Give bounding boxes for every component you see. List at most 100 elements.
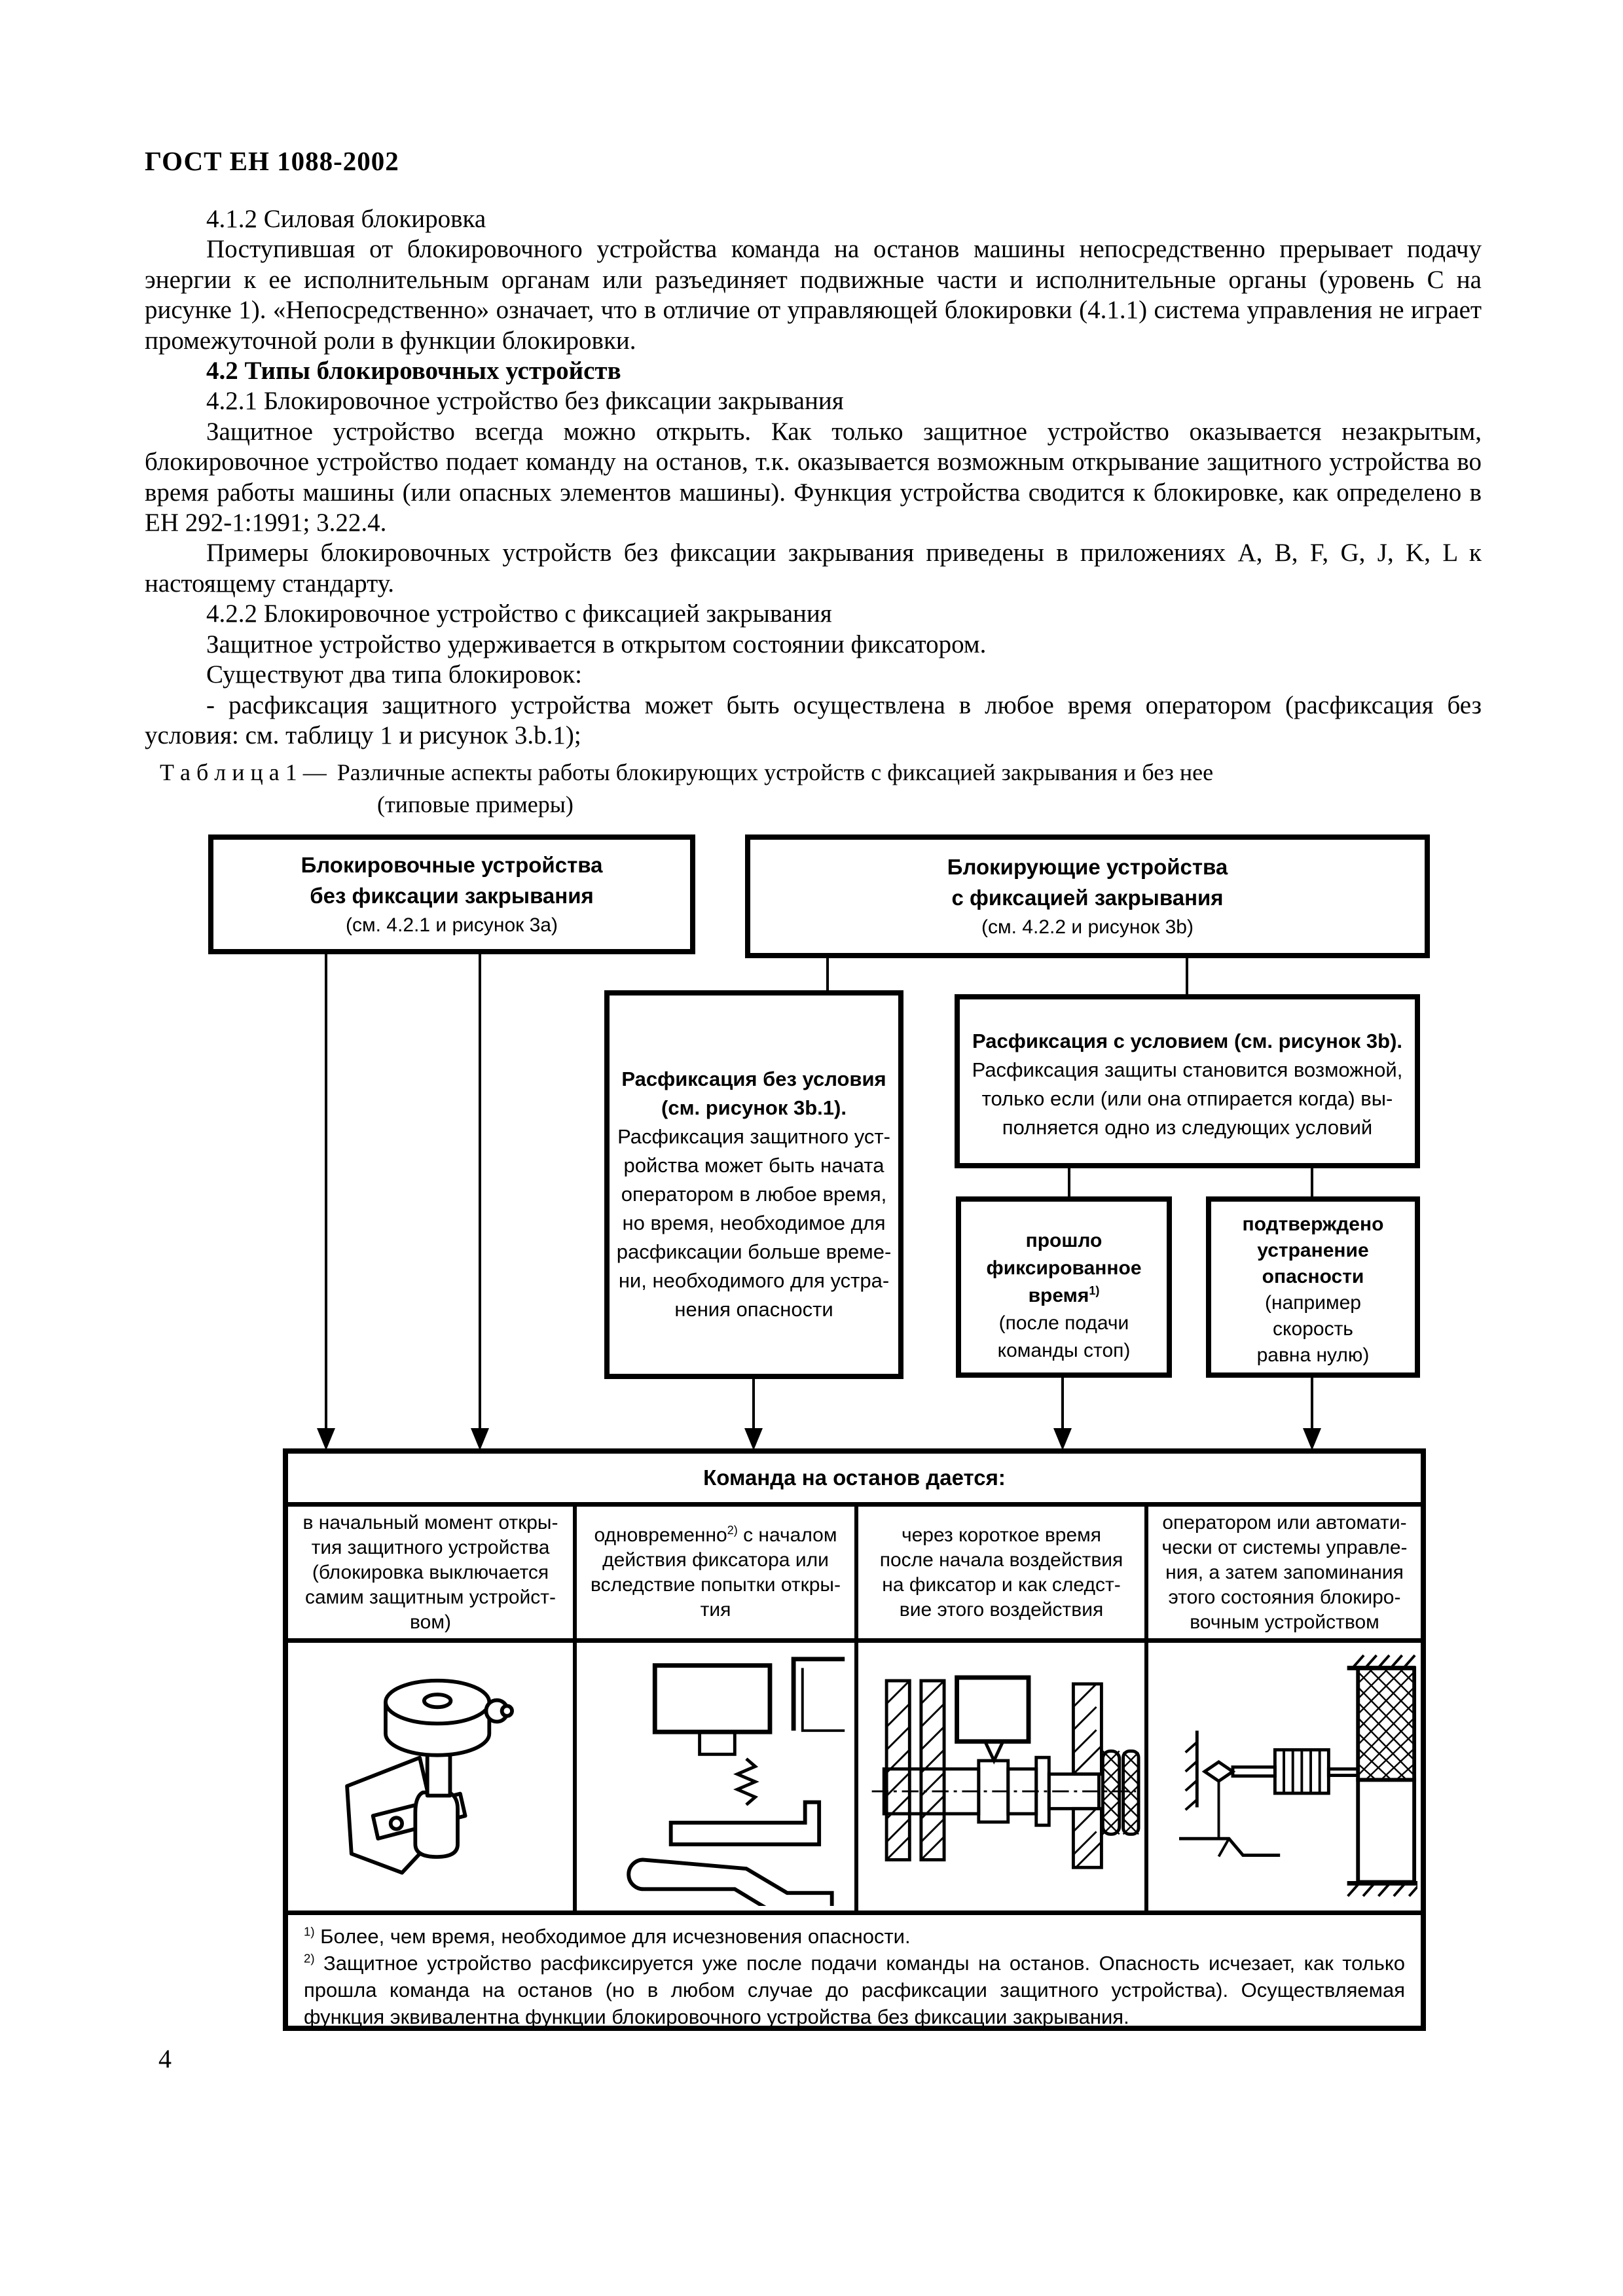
connector-line — [1186, 954, 1188, 996]
text-line: чески от системы управле- — [1161, 1536, 1408, 1558]
table-caption: Т а б л и ц а 1 —Различные аспекты работ… — [160, 757, 1476, 821]
footnote-1-text: Более, чем время, необходимое для исчезн… — [314, 1925, 911, 1948]
text-line: оператором или автомати- — [1162, 1511, 1407, 1534]
paragraph: Защитное устройство всегда можно открыть… — [145, 417, 1482, 537]
text-line: фиксированное — [986, 1257, 1142, 1279]
column-simultaneous: одновременно2) с началом действия фиксат… — [577, 1507, 858, 1638]
text-line: вом) — [410, 1611, 451, 1633]
paragraph-4-1-2: 4.1.2 Силовая блокировка — [206, 205, 486, 233]
paragraph-4-2-1: 4.2.1 Блокировочное устройство без фикса… — [206, 387, 844, 416]
text-line: (блокировка выключается — [312, 1561, 549, 1583]
text-line: Блокирующие устройства — [947, 854, 1228, 879]
box-interlock-without-guard-locking: Блокировочные устройства без фиксации за… — [208, 834, 695, 954]
arrow-down-icon — [1303, 1428, 1321, 1450]
text-line: (см. рисунок 3b.1). — [661, 1096, 847, 1119]
solenoid-guard-illustration — [1178, 1654, 1417, 1897]
caption-line-1: Т а б л и ц а 1 —Различные аспекты работ… — [160, 757, 1476, 789]
text-line: (см. 4.2.1 и рисунок 3а) — [346, 914, 558, 936]
text-span: время — [1028, 1284, 1089, 1306]
text-span: одновременно — [594, 1524, 727, 1546]
paragraph: Поступившая от блокировочного устройства… — [145, 235, 1482, 355]
body-text: 4.1.2 Силовая блокировка Поступившая от … — [145, 204, 1482, 751]
footnote-2-text: Защитное устройство расфиксируется уже п… — [304, 1952, 1405, 2028]
illustration-cell — [288, 1643, 577, 1910]
paragraph: - расфиксация защитного устройства может… — [145, 691, 1482, 749]
text-line: (см. 4.2.2 и рисунок 3b) — [981, 916, 1194, 938]
text-line: без фиксации закрывания — [310, 883, 594, 908]
text-line: но время, необходимое для — [622, 1211, 886, 1234]
text-line: нения опасности — [674, 1298, 833, 1321]
text-line: время1) — [1029, 1282, 1100, 1310]
text-span: с началом — [737, 1524, 837, 1546]
illustration-cell — [1148, 1643, 1421, 1910]
page-number: 4 — [158, 2044, 172, 2073]
footnote-2: 2) Защитное устройство расфиксируется уж… — [304, 1950, 1405, 2030]
text-line: оператором в любое время, — [621, 1183, 887, 1206]
text-line: ройства может быть начата — [623, 1154, 884, 1177]
footnote-ref-1: 1) — [1089, 1283, 1100, 1297]
caption-label: Т а б л и ц а 1 — — [160, 759, 327, 785]
box-unconditional-unlocking: Расфиксация без условия (см. рисунок 3b.… — [604, 990, 903, 1379]
paragraph: Существуют два типа блокировок: — [206, 660, 582, 689]
text-line: вочным устройством — [1190, 1611, 1379, 1633]
text-line: ни, необходимого для устра- — [618, 1269, 890, 1292]
stop-table-header: Команда на останов дается: — [288, 1454, 1421, 1507]
text-line: вие этого воздействия — [899, 1598, 1104, 1621]
box-conditional-unlocking: Расфиксация с условием (см. рисунок 3b).… — [955, 994, 1420, 1168]
box-hazard-elimination-confirmed: подтверждено устранение опасности (напри… — [1206, 1196, 1420, 1378]
table-footnotes: 1) Более, чем время, необходимое для исч… — [288, 1915, 1421, 2030]
text-line: вследствие попытки откры- — [591, 1573, 841, 1596]
caption-line-2: (типовые примеры) — [377, 791, 574, 817]
text-line: равна нулю) — [1256, 1344, 1370, 1366]
text-line: прошло — [1025, 1229, 1103, 1251]
text-line: в начальный момент откры- — [302, 1511, 558, 1534]
footnote-ref-2: 2) — [727, 1523, 738, 1537]
text-line: одновременно2) с началом — [594, 1523, 837, 1548]
footnote-2-marker: 2) — [304, 1951, 315, 1965]
arrow-down-icon — [317, 1428, 335, 1450]
doc-number-header: ГОСТ ЕН 1088-2002 — [145, 146, 399, 176]
text-line: этого состояния блокиро- — [1168, 1586, 1401, 1608]
text-line: скорость — [1273, 1318, 1353, 1340]
text-line: команды стоп) — [997, 1339, 1131, 1361]
text-line: на фиксатор и как следст- — [882, 1573, 1121, 1596]
stop-command-table: Команда на останов дается: в начальный м… — [283, 1448, 1426, 2031]
text-line: тия защитного устройства — [311, 1536, 550, 1558]
connector-line — [1311, 1165, 1313, 1199]
text-line: Расфиксация защитного уст- — [617, 1125, 890, 1148]
connector-line — [1061, 1374, 1064, 1432]
paragraph-4-2-2: 4.2.2 Блокировочное устройство с фиксаци… — [206, 600, 832, 628]
illustration-cell — [858, 1643, 1148, 1910]
stop-table-column-headers: в начальный момент откры- тия защитного … — [288, 1507, 1421, 1643]
column-short-time: через короткое время после начала воздей… — [858, 1507, 1148, 1638]
text-line: Расфиксация с условием (см. рисунок 3b). — [972, 1030, 1403, 1052]
box-interlock-with-guard-locking: Блокирующие устройства с фиксацией закры… — [745, 834, 1430, 958]
text-line: устранение — [1257, 1239, 1369, 1261]
text-line: подтверждено — [1242, 1213, 1384, 1235]
footnote-1: 1) Более, чем время, необходимое для исч… — [304, 1923, 1405, 1950]
paragraph-4-2-heading: 4.2 Типы блокировочных устройств — [206, 357, 621, 386]
text-line: тия — [700, 1598, 731, 1621]
text-line: Блокировочные устройства — [301, 852, 603, 877]
arrow-down-icon — [471, 1428, 489, 1450]
connector-line — [325, 949, 327, 1431]
arrow-down-icon — [744, 1428, 763, 1450]
connector-line — [479, 949, 481, 1431]
text-line: (например — [1265, 1291, 1361, 1314]
text-line: (после подачи — [998, 1312, 1129, 1334]
illustration-cell — [577, 1643, 858, 1910]
text-line: через короткое время — [901, 1524, 1102, 1546]
stop-table-illustrations — [288, 1643, 1421, 1915]
text-line: только если (или она отпирается когда) в… — [981, 1087, 1393, 1110]
text-line: полняется одно из следующих условий — [1002, 1116, 1373, 1139]
paragraph: Защитное устройство удерживается в откры… — [206, 630, 987, 658]
connector-line — [752, 1374, 755, 1432]
connector-line — [1311, 1374, 1313, 1432]
text-line: самим защитным устройст- — [305, 1586, 556, 1608]
column-guard-opening: в начальный момент откры- тия защитного … — [288, 1507, 577, 1638]
shaft-lock-illustration — [871, 1675, 1140, 1869]
arrow-down-icon — [1053, 1428, 1072, 1450]
paragraph: Примеры блокировочных устройств без фикс… — [145, 539, 1482, 598]
text-line: Расфиксация без условия — [621, 1067, 886, 1090]
